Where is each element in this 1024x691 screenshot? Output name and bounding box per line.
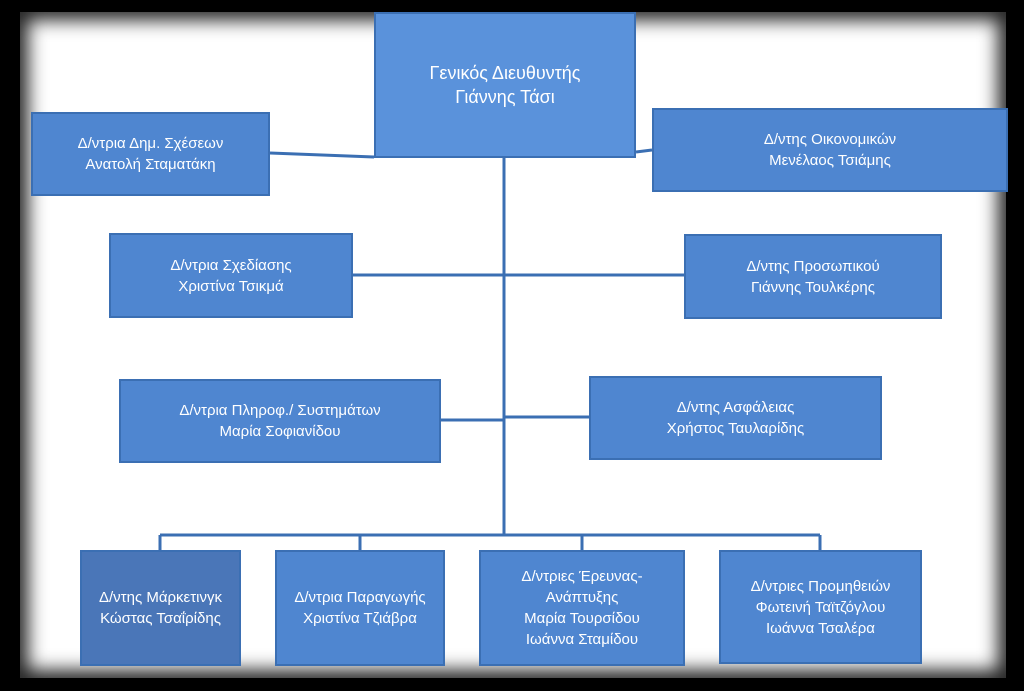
research-name-1: Μαρία Τουρσίδου	[524, 610, 640, 627]
security-director-box: Δ/ντης Ασφάλειας Χρήστος Ταυλαρίδης	[589, 376, 882, 460]
procurement-directors-box: Δ/ντριες Προμηθειών Φωτεινή Ταϊτζόγλου Ι…	[719, 550, 922, 664]
marketing-director-title: Δ/ντης Μάρκετινγκ	[99, 589, 222, 606]
research-title-line2: Ανάπτυξης	[545, 589, 619, 606]
it-director-title: Δ/ντρια Πληροφ./ Συστημάτων	[179, 402, 381, 419]
personnel-director-title: Δ/ντης Προσωπικού	[746, 257, 880, 275]
research-name-2: Ιωάννα Σταμίδου	[525, 631, 639, 648]
it-director-name: Μαρία Σοφιανίδου	[219, 423, 341, 440]
production-director-title: Δ/ντρια Παραγωγής	[294, 589, 426, 606]
procurement-name-1: Φωτεινή Ταϊτζόγλου	[755, 598, 886, 616]
finance-director-name: Μενέλαος Τσιάμης	[769, 152, 891, 169]
research-directors-box: Δ/ντριες Έρευνας- Ανάπτυξης Μαρία Τουρσί…	[479, 550, 685, 666]
security-director-name: Χρήστος Ταυλαρίδης	[666, 420, 805, 437]
finance-director-title: Δ/ντης Οικονομικών	[763, 131, 897, 148]
security-director-title: Δ/ντης Ασφάλειας	[676, 399, 795, 416]
personnel-director-box: Δ/ντης Προσωπικού Γιάννης Τουλκέρης	[684, 234, 942, 319]
procurement-title: Δ/ντριες Προμηθειών	[750, 577, 891, 595]
link-pr	[269, 151, 375, 159]
general-director-title: Γενικός Διευθυντής	[429, 63, 581, 83]
personnel-director-name: Γιάννης Τουλκέρης	[751, 278, 875, 296]
research-title-line1: Δ/ντριες Έρευνας-	[521, 568, 643, 585]
design-director-title: Δ/ντρια Σχεδίασης	[170, 256, 292, 274]
general-director-name: Γιάννης Τάσι	[455, 87, 555, 107]
production-director-name: Χριστίνα Τζιάβρα	[303, 610, 417, 627]
procurement-name-2: Ιωάννα Τσαλέρα	[766, 619, 875, 637]
link-finance	[635, 148, 653, 154]
marketing-director-box: Δ/ντης Μάρκετινγκ Κώστας Τσαΐρίδης	[80, 550, 241, 666]
marketing-director-name: Κώστας Τσαΐρίδης	[100, 610, 221, 627]
pr-director-title: Δ/ντρια Δημ. Σχέσεων	[77, 135, 224, 152]
design-director-box: Δ/ντρια Σχεδίασης Χριστίνα Τσικμά	[109, 233, 353, 318]
production-director-box: Δ/ντρια Παραγωγής Χριστίνα Τζιάβρα	[275, 550, 445, 666]
design-director-name: Χριστίνα Τσικμά	[178, 277, 284, 295]
pr-director-name: Ανατολή Σταματάκη	[85, 156, 216, 173]
finance-director-box: Δ/ντης Οικονομικών Μενέλαος Τσιάμης	[652, 108, 1008, 192]
general-director-box: Γενικός Διευθυντής Γιάννης Τάσι	[374, 12, 636, 158]
it-director-box: Δ/ντρια Πληροφ./ Συστημάτων Μαρία Σοφιαν…	[119, 379, 441, 463]
pr-director-box: Δ/ντρια Δημ. Σχέσεων Ανατολή Σταματάκη	[31, 112, 270, 196]
